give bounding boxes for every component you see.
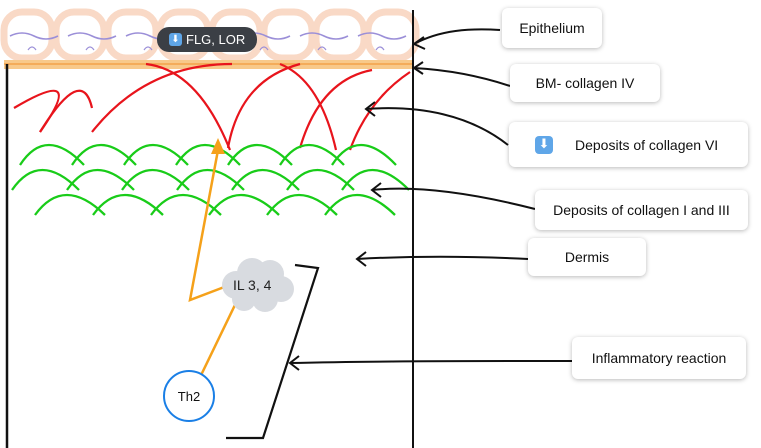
pointer-arrowheads bbox=[288, 36, 426, 371]
label-dermis-text: Dermis bbox=[564, 249, 610, 265]
label-collagen-vi: ⬇ Deposits of collagen VI bbox=[509, 122, 748, 167]
down-arrow-icon: ⬇ bbox=[535, 135, 553, 154]
orange-arrowhead bbox=[211, 138, 225, 154]
epithelium-squiggle bbox=[67, 32, 117, 40]
epithelium-squiggle bbox=[259, 46, 269, 51]
collagen-i-iii-arc bbox=[92, 193, 164, 216]
epithelium-cell bbox=[0, 8, 56, 62]
collagen-i-iii-arc bbox=[331, 143, 397, 166]
epithelium-squiggle bbox=[143, 46, 153, 51]
flg-lor-text: FLG, LOR bbox=[186, 32, 246, 47]
collagen-iv-arc bbox=[298, 68, 373, 149]
label-collagen-i-iii: Deposits of collagen I and III bbox=[535, 190, 748, 230]
pointer-arrows bbox=[289, 28, 573, 364]
epithelium-squiggle bbox=[375, 46, 385, 51]
collagen-iv-arc bbox=[279, 62, 338, 151]
flg-lor-pill: ⬇ FLG, LOR bbox=[157, 27, 258, 52]
epithelium-squiggle bbox=[357, 32, 407, 40]
epithelium-squiggle bbox=[317, 46, 327, 51]
label-epithelium-text: Epithelium bbox=[519, 20, 585, 36]
epithelium-squiggle bbox=[85, 46, 95, 51]
il-cloud bbox=[222, 258, 294, 312]
collagen-iv-arc bbox=[13, 89, 60, 133]
epithelium-squiggle bbox=[9, 32, 59, 40]
epithelium-cell bbox=[364, 8, 420, 62]
label-bm-collagen-iv: BM- collagen IV bbox=[510, 64, 660, 102]
label-epithelium: Epithelium bbox=[502, 8, 602, 48]
collagen-iv-arc bbox=[145, 62, 232, 151]
th2-cell: Th2 bbox=[163, 370, 215, 422]
collagen-i-iii-arc bbox=[34, 193, 106, 216]
collagen-iv-arc bbox=[226, 62, 301, 149]
down-arrow-icon: ⬇ bbox=[169, 33, 182, 46]
epithelium-cell bbox=[104, 8, 160, 62]
collagen-i-iii-arcs bbox=[11, 143, 410, 216]
collagen-i-iii-arc bbox=[341, 168, 410, 191]
collagen-iv-arc bbox=[348, 71, 411, 151]
label-dermis: Dermis bbox=[528, 238, 646, 276]
orange-signal-arrow bbox=[188, 149, 251, 399]
collagen-iv-arc bbox=[39, 89, 94, 133]
epithelium-squiggle bbox=[299, 32, 349, 40]
inflammatory-bracket bbox=[226, 263, 320, 440]
epithelium-cell bbox=[52, 8, 108, 62]
epithelium-cell bbox=[260, 8, 316, 62]
il-3-4-label: IL 3, 4 bbox=[233, 277, 272, 293]
label-inflammatory-reaction-text: Inflammatory reaction bbox=[591, 350, 727, 366]
epithelium-squiggle bbox=[27, 46, 37, 51]
label-collagen-i-iii-text: Deposits of collagen I and III bbox=[553, 202, 730, 218]
collagen-i-iii-arc bbox=[150, 193, 222, 216]
collagen-iv-arcs bbox=[13, 62, 411, 151]
label-inflammatory-reaction: Inflammatory reaction bbox=[572, 337, 746, 379]
collagen-i-iii-arc bbox=[266, 193, 338, 216]
collagen-i-iii-arc bbox=[324, 193, 396, 216]
label-bm-collagen-iv-text: BM- collagen IV bbox=[535, 75, 635, 91]
th2-cell-label: Th2 bbox=[177, 388, 201, 404]
epithelium-cell bbox=[312, 8, 368, 62]
label-collagen-vi-text: Deposits of collagen VI bbox=[575, 136, 719, 153]
collagen-iv-arc bbox=[91, 62, 233, 133]
collagen-i-iii-arc bbox=[208, 193, 280, 216]
